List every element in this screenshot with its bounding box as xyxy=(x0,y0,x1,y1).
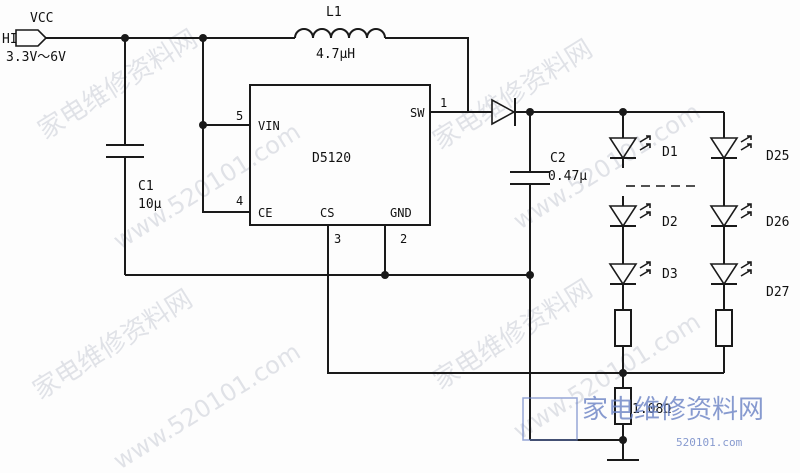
watermark-url-3: www.520101.com xyxy=(108,338,305,473)
capacitor-c1 xyxy=(106,144,144,158)
led-d25 xyxy=(709,135,752,160)
watermark-cn-4: 家电维修资料网 xyxy=(428,274,598,396)
cs-feedback-wire xyxy=(327,225,724,374)
led-d26 xyxy=(709,203,752,228)
led-d3 xyxy=(608,261,651,286)
watermark-logo-url: 520101.com xyxy=(676,436,743,449)
vin-ce-wire xyxy=(202,38,250,213)
ballast-resistor-1 xyxy=(614,309,632,347)
led-d27 xyxy=(709,261,752,286)
junction-gnd xyxy=(381,271,389,279)
ic-name: D5120 xyxy=(312,151,351,166)
inductor-to-sw-wire xyxy=(385,37,469,112)
led-d3-label: D3 xyxy=(662,267,678,282)
led-string-2 xyxy=(709,112,752,373)
pin-ce-label: CE xyxy=(258,206,272,220)
pin-vin-number: 5 xyxy=(236,109,243,123)
pin-gnd-label: GND xyxy=(390,206,412,220)
vcc-terminal xyxy=(15,29,48,47)
hi-label: HI xyxy=(2,32,18,47)
capacitor-c2 xyxy=(510,171,550,185)
inductor-value: 4.7μH xyxy=(316,47,355,62)
junction-bottom-ground xyxy=(619,436,627,444)
vcc-label: VCC xyxy=(30,11,53,26)
watermark-logo xyxy=(522,397,578,441)
pin-gnd-number: 2 xyxy=(400,232,407,246)
c2-value: 0.47μ xyxy=(548,169,587,184)
inductor-l1 xyxy=(294,28,386,39)
led-d1-label: D1 xyxy=(662,145,678,160)
sense-resistor-value: 1.08Ω xyxy=(632,402,671,417)
pin-ce-number: 4 xyxy=(236,194,243,208)
pin-cs-label: CS xyxy=(320,206,334,220)
c1-value: 10μ xyxy=(138,197,162,212)
led-d27-label: D27 xyxy=(766,285,789,300)
c1-name: C1 xyxy=(138,179,154,194)
voltage-range-label: 3.3V～6V xyxy=(6,50,66,65)
led-string-1 xyxy=(608,112,700,388)
pin-sw-number: 1 xyxy=(440,96,447,110)
ballast-resistor-2 xyxy=(715,309,733,347)
pin-sw-label: SW xyxy=(410,106,425,120)
watermark-cn-2: 家电维修资料网 xyxy=(428,34,598,156)
led-d2 xyxy=(608,203,651,228)
watermark-cn-3: 家电维修资料网 xyxy=(28,284,198,406)
pin-vin-label: VIN xyxy=(258,119,280,133)
inductor-name: L1 xyxy=(326,5,342,20)
junction-vin xyxy=(199,121,207,129)
junction-gnd-c2 xyxy=(526,271,534,279)
led-d2-label: D2 xyxy=(662,215,678,230)
led-d1 xyxy=(608,135,651,160)
led-d25-label: D25 xyxy=(766,149,789,164)
pin-cs-number: 3 xyxy=(334,232,341,246)
watermark-cn-1: 家电维修资料网 xyxy=(33,24,203,146)
led-d26-label: D26 xyxy=(766,215,789,230)
watermark-logo-text: 家电维修资料网 xyxy=(582,395,764,425)
ic-body xyxy=(249,84,431,226)
c2-name: C2 xyxy=(550,151,566,166)
